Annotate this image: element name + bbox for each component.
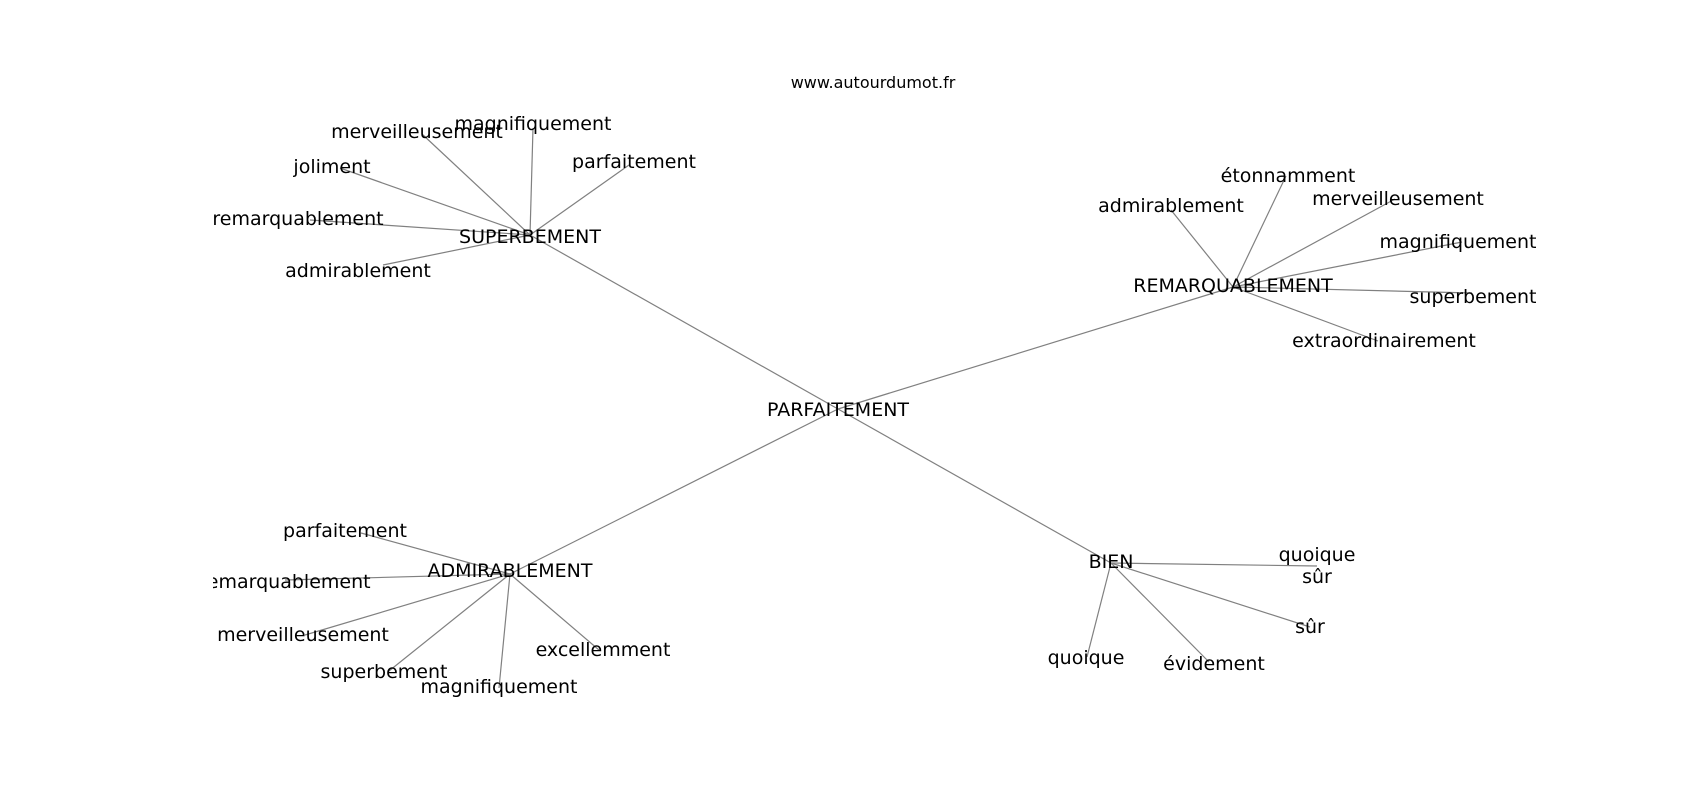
graph-labels: PARFAITEMENTSUPERBEMENTmagnifiquementmer… bbox=[199, 113, 1537, 698]
edge-root-admirablement bbox=[509, 408, 839, 575]
leaf-node-label: admirablement bbox=[1098, 195, 1244, 217]
leaf-node-label: évidement bbox=[1163, 653, 1265, 675]
edge-admirablement-leaf-0 bbox=[360, 532, 511, 575]
source-label: www.autourdumot.fr bbox=[791, 73, 956, 92]
leaf-node-label: admirablement bbox=[285, 260, 431, 282]
hub-node-label-superbement: SUPERBEMENT bbox=[459, 226, 601, 248]
edge-root-bien bbox=[837, 408, 1112, 564]
leaf-node-label: merveilleusement bbox=[1312, 188, 1484, 210]
leaf-node-label: magnifiquement bbox=[1380, 231, 1537, 253]
edge-admirablement-leaf-2 bbox=[304, 573, 511, 636]
edge-superbement-leaf-3 bbox=[309, 219, 531, 236]
leaf-node-label: extraordinairement bbox=[1292, 330, 1476, 352]
leaf-node-label: remarquablement bbox=[212, 208, 383, 230]
leaf-node-label: étonnamment bbox=[1221, 165, 1356, 187]
leaf-node-label: excellemment bbox=[536, 639, 671, 661]
hub-node-label-bien: BIEN bbox=[1089, 551, 1134, 573]
leaf-node-label: parfaitement bbox=[283, 520, 407, 542]
root-node-label: PARFAITEMENT bbox=[767, 399, 909, 421]
edge-remarquablement-leaf-2 bbox=[1232, 198, 1396, 288]
edge-bien-leaf-0 bbox=[1110, 562, 1318, 567]
leaf-node-label: joliment bbox=[292, 156, 370, 178]
edge-remarquablement-leaf-4 bbox=[1232, 286, 1473, 294]
edge-superbement-leaf-4 bbox=[382, 234, 531, 266]
edge-remarquablement-leaf-0 bbox=[1232, 175, 1287, 288]
edge-superbement-leaf-5 bbox=[529, 164, 630, 236]
edge-bien-leaf-1 bbox=[1110, 562, 1311, 628]
hub-node-label-admirablement: ADMIRABLEMENT bbox=[428, 560, 593, 582]
leaf-node-label: magnifiquement bbox=[421, 676, 578, 698]
edge-bien-leaf-2 bbox=[1110, 562, 1210, 663]
leaf-node-label: parfaitement bbox=[572, 151, 696, 173]
edge-admirablement-leaf-1 bbox=[284, 573, 511, 581]
edge-remarquablement-leaf-3 bbox=[1232, 241, 1463, 288]
edge-remarquablement-leaf-1 bbox=[1170, 209, 1234, 288]
graph-edges bbox=[284, 127, 1473, 689]
edge-bien-leaf-3 bbox=[1086, 562, 1112, 658]
leaf-node-label: quoique bbox=[1048, 647, 1125, 669]
hub-node-label-remarquablement: REMARQUABLEMENT bbox=[1133, 275, 1333, 297]
edge-admirablement-leaf-3 bbox=[388, 573, 511, 672]
edge-superbement-leaf-2 bbox=[339, 167, 531, 236]
edge-admirablement-leaf-4 bbox=[498, 573, 511, 689]
edge-superbement-leaf-1 bbox=[421, 133, 531, 236]
leaf-node-label: superbement bbox=[1410, 286, 1537, 308]
leaf-node-label: superbement bbox=[321, 661, 448, 683]
leaf-node-label: sûr bbox=[1295, 616, 1325, 638]
leaf-node-label: remarquablement bbox=[199, 571, 370, 593]
edge-admirablement-leaf-5 bbox=[509, 573, 600, 651]
leaf-node-label: merveilleusement bbox=[217, 624, 389, 646]
leaf-node-label: merveilleusement bbox=[331, 121, 503, 143]
leaf-node-label: magnifiquement bbox=[455, 113, 612, 135]
edge-remarquablement-leaf-5 bbox=[1232, 286, 1379, 342]
edge-superbement-leaf-0 bbox=[529, 127, 534, 236]
edge-root-superbement bbox=[529, 234, 839, 410]
edge-root-remarquablement bbox=[837, 286, 1234, 410]
